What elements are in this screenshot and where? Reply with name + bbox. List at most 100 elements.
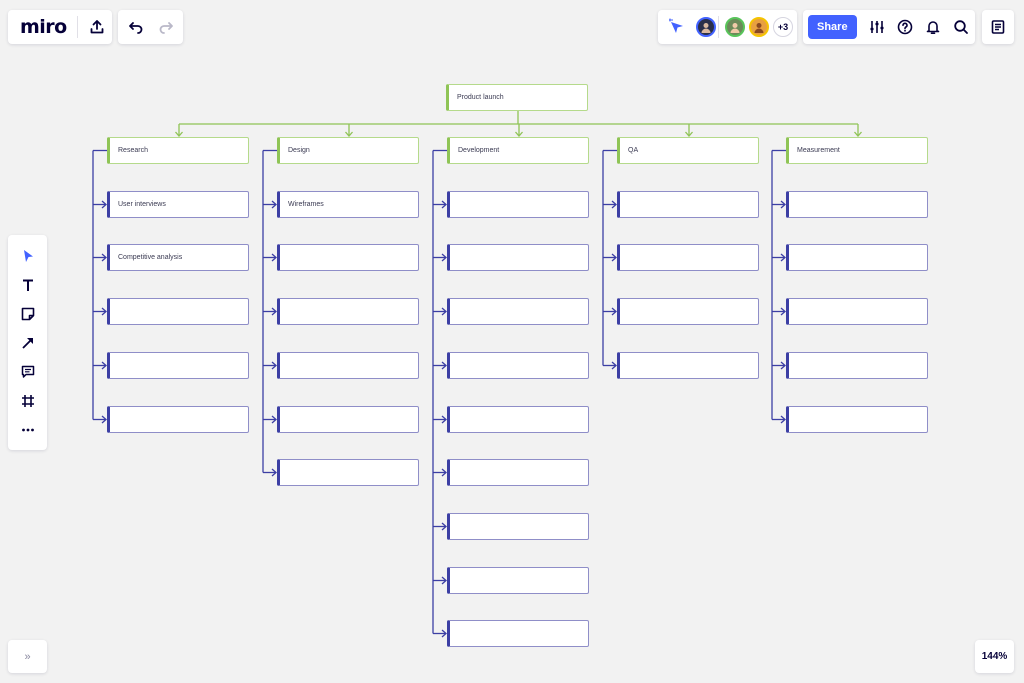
notes-panel <box>982 10 1014 44</box>
branch-card-measurement[interactable]: Measurement <box>786 137 928 164</box>
card-label: Research <box>118 147 148 154</box>
child-card[interactable] <box>447 298 589 325</box>
arrow-head <box>101 200 107 209</box>
child-card[interactable] <box>277 459 419 486</box>
card-label: Product launch <box>457 94 504 101</box>
undo-icon <box>128 22 142 34</box>
cursor-sparkle-icon <box>669 18 683 33</box>
arrow-head <box>611 307 617 316</box>
child-card[interactable] <box>277 352 419 379</box>
more-collaborators-badge[interactable]: +3 <box>773 17 793 37</box>
sliders-icon <box>870 21 884 33</box>
child-card[interactable] <box>447 406 589 433</box>
history-panel <box>118 10 183 44</box>
child-card[interactable] <box>447 620 589 647</box>
branch-card-research[interactable]: Research <box>107 137 249 164</box>
notifications-button[interactable] <box>919 12 947 42</box>
connector-tool[interactable] <box>9 328 47 357</box>
arrow-head <box>441 629 447 638</box>
collaborator-avatar[interactable] <box>725 17 745 37</box>
child-card[interactable] <box>107 406 249 433</box>
more-tools-button[interactable] <box>9 415 47 444</box>
card-label: Development <box>458 147 500 154</box>
zoom-indicator[interactable]: 144% <box>975 640 1014 673</box>
child-card[interactable] <box>447 567 589 594</box>
arrow-head <box>780 253 786 262</box>
search-icon <box>954 20 968 34</box>
text-tool[interactable] <box>9 270 47 299</box>
child-card[interactable] <box>617 244 759 271</box>
child-card[interactable] <box>786 191 928 218</box>
undo-button[interactable] <box>121 12 151 42</box>
arrow-head <box>611 200 617 209</box>
arrow-head <box>271 200 277 209</box>
child-card[interactable] <box>617 352 759 379</box>
child-card[interactable] <box>786 406 928 433</box>
collaborators-panel: +3 <box>658 10 797 44</box>
bell-icon <box>926 21 940 34</box>
arrow-head <box>101 361 107 370</box>
branch-card-development[interactable]: Development <box>447 137 589 164</box>
child-card[interactable]: Wireframes <box>277 191 419 218</box>
reactions-button[interactable] <box>662 12 692 42</box>
child-card[interactable] <box>447 191 589 218</box>
child-card[interactable] <box>277 406 419 433</box>
sticky-note-icon <box>21 307 34 320</box>
arrow-head <box>441 361 447 370</box>
expand-chevrons-icon: » <box>24 650 31 663</box>
expand-panel[interactable]: » <box>8 640 47 673</box>
child-card[interactable] <box>786 244 928 271</box>
arrow-head <box>441 200 447 209</box>
card-label: Measurement <box>797 147 840 154</box>
comment-tool[interactable] <box>9 357 47 386</box>
settings-button[interactable] <box>863 12 891 42</box>
share-button[interactable]: Share <box>808 15 857 39</box>
card-label: QA <box>628 147 639 154</box>
child-card[interactable]: User interviews <box>107 191 249 218</box>
child-card[interactable] <box>447 459 589 486</box>
person-icon <box>730 23 740 33</box>
frame-tool[interactable] <box>9 386 47 415</box>
frame-icon <box>21 394 34 407</box>
arrow-head <box>101 415 107 424</box>
help-button[interactable] <box>891 12 919 42</box>
branch-card-qa[interactable]: QA <box>617 137 759 164</box>
arrow-head <box>175 131 183 137</box>
arrow-head <box>854 131 862 137</box>
child-card[interactable] <box>447 352 589 379</box>
child-card[interactable] <box>277 298 419 325</box>
arrow-head <box>271 468 277 477</box>
arrow-head <box>441 468 447 477</box>
upload-icon <box>90 20 104 34</box>
arrow-head <box>611 361 617 370</box>
search-button[interactable] <box>947 12 975 42</box>
card-label: Design <box>288 147 310 154</box>
collaborator-avatar[interactable] <box>749 17 769 37</box>
arrow-head <box>441 522 447 531</box>
branch-card-design[interactable]: Design <box>277 137 419 164</box>
board-notes-button[interactable] <box>983 12 1013 42</box>
child-card[interactable] <box>107 352 249 379</box>
export-button[interactable] <box>82 12 112 42</box>
arrow-head <box>271 307 277 316</box>
zoom-level: 144% <box>981 651 1008 662</box>
child-card[interactable] <box>786 352 928 379</box>
root-topic-card[interactable]: Product launch <box>446 84 588 111</box>
arrow-head <box>780 361 786 370</box>
child-card[interactable] <box>277 244 419 271</box>
child-card[interactable] <box>447 244 589 271</box>
collaborator-avatar[interactable] <box>696 17 716 37</box>
child-card[interactable] <box>786 298 928 325</box>
child-card[interactable] <box>107 298 249 325</box>
select-tool[interactable] <box>9 241 47 270</box>
cursor-icon <box>23 249 33 262</box>
card-label: Wireframes <box>288 201 324 208</box>
redo-button[interactable] <box>151 12 181 42</box>
sticky-note-tool[interactable] <box>9 299 47 328</box>
child-card[interactable] <box>447 513 589 540</box>
child-card[interactable]: Competitive analysis <box>107 244 249 271</box>
child-card[interactable] <box>617 298 759 325</box>
child-card[interactable] <box>617 191 759 218</box>
